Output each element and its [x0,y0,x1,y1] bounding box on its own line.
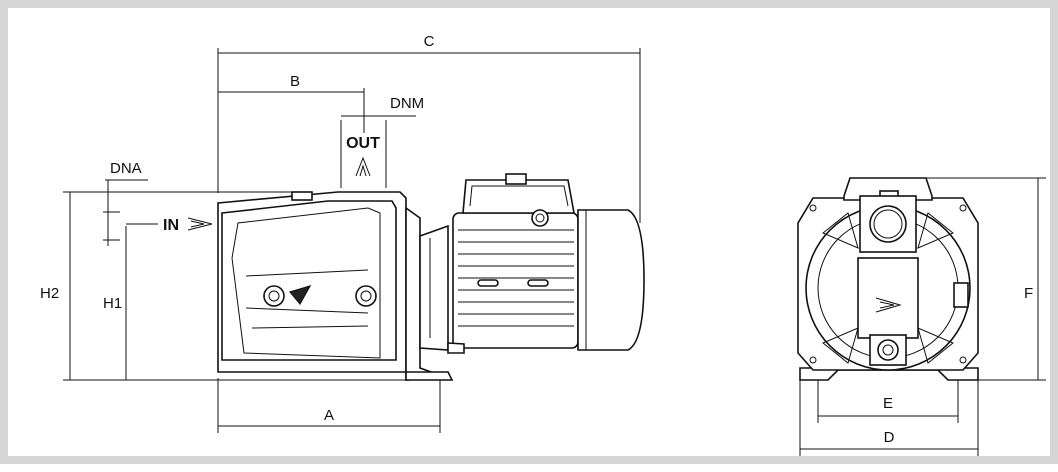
dimension-E: E [817,380,959,423]
label-IN: IN [163,217,179,234]
label-H2: H2 [40,285,59,302]
motor-fins [458,229,574,327]
label-DNM: DNM [390,95,424,112]
pump-side-view [217,173,645,381]
pump-front-view [797,177,979,381]
drain-plug-icon [877,339,899,361]
outlet-arrow: OUT [346,135,380,177]
dimension-H1: H1 [103,226,127,380]
dimension-C: C [217,33,641,223]
outlet-port-icon [869,205,907,243]
label-A: A [324,407,334,424]
label-D: D [884,429,895,446]
label-F: F [1024,285,1033,302]
label-OUT: OUT [346,135,380,152]
dimension-D: D [799,380,979,456]
dimension-F: F [918,177,1046,381]
pump-drawing: C B DNM OUT DNA IN H2 H1 [40,33,1046,456]
bolt-icon [263,285,285,307]
label-C: C [424,33,435,50]
dimension-DNA: DNA [103,160,148,246]
label-DNA: DNA [110,160,142,177]
label-B: B [290,73,300,90]
dimension-B: B [218,73,365,133]
label-E: E [883,395,893,412]
inlet-arrow: IN [126,217,213,234]
cable-gland-icon [531,209,549,227]
bolt-icon [355,285,377,307]
dimension-H2: H2 [40,191,448,381]
dimension-A: A [217,378,441,433]
label-H1: H1 [103,295,122,312]
dimension-DNM: DNM [340,95,424,188]
